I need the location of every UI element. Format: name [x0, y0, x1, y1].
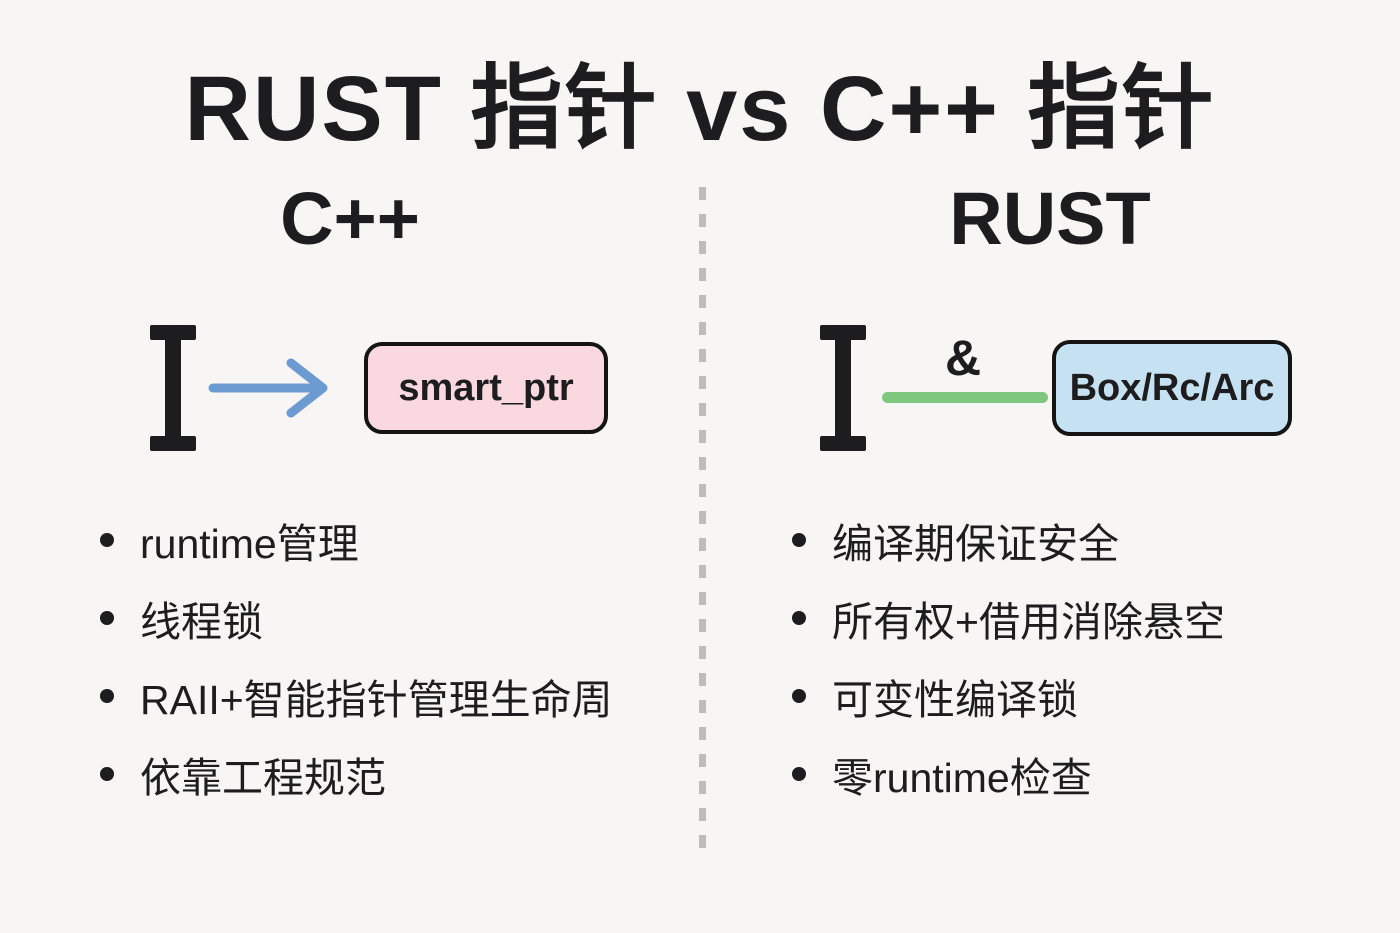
list-item: RAII+智能指针管理生命周 — [100, 657, 613, 735]
rust-column: RUST & Box/Rc/Arc 编译期保证安全 所有权+借用消除悬空 — [700, 0, 1400, 933]
list-item-text: 零runtime检查 — [832, 755, 1092, 801]
ibeam-cursor-icon — [820, 325, 866, 451]
bullet-dot-icon — [792, 611, 806, 625]
rust-heading: RUST — [949, 177, 1151, 260]
bullet-dot-icon — [100, 689, 114, 703]
arrow-right-icon — [208, 358, 328, 418]
list-item: 线程锁 — [100, 579, 613, 657]
bullet-dot-icon — [792, 533, 806, 547]
rust-pointer-box: Box/Rc/Arc — [1052, 340, 1292, 436]
bullet-dot-icon — [100, 533, 114, 547]
list-item: 可变性编译锁 — [792, 657, 1225, 735]
bullet-dot-icon — [100, 767, 114, 781]
list-item-text: RAII+智能指针管理生命周 — [140, 677, 613, 723]
bullet-dot-icon — [100, 611, 114, 625]
list-item-text: 线程锁 — [140, 599, 263, 645]
list-item: 零runtime检查 — [792, 735, 1225, 813]
cpp-bullet-list: runtime管理 线程锁 RAII+智能指针管理生命周 依靠工程规范 — [100, 501, 613, 813]
borrow-connector: & — [874, 325, 1052, 451]
list-item: runtime管理 — [100, 501, 613, 579]
list-item-text: 可变性编译锁 — [832, 677, 1078, 723]
ampersand-label: & — [944, 330, 982, 386]
cpp-pointer-diagram: smart_ptr — [150, 325, 608, 451]
list-item: 依靠工程规范 — [100, 735, 613, 813]
cpp-column: C++ smart_ptr runtime管理 线程锁 — [100, 177, 613, 813]
list-item-text: runtime管理 — [140, 521, 359, 567]
list-item: 所有权+借用消除悬空 — [792, 579, 1225, 657]
page-title: RUST 指针 vs C++ 指针 — [184, 58, 1216, 160]
cpp-heading: C++ — [280, 177, 420, 260]
list-item-text: 依靠工程规范 — [140, 755, 386, 801]
ibeam-cursor-icon — [150, 325, 196, 451]
list-item: 编译期保证安全 — [792, 501, 1225, 579]
bullet-dot-icon — [792, 689, 806, 703]
list-item-text: 所有权+借用消除悬空 — [832, 599, 1225, 645]
rust-box-label: Box/Rc/Arc — [1069, 366, 1275, 409]
bullet-dot-icon — [792, 767, 806, 781]
cpp-box-label: smart_ptr — [398, 366, 574, 409]
rust-bullet-list: 编译期保证安全 所有权+借用消除悬空 可变性编译锁 零runtime检查 — [792, 501, 1225, 813]
rust-pointer-diagram: & Box/Rc/Arc — [820, 325, 1292, 451]
cpp-pointer-box: smart_ptr — [364, 342, 608, 434]
list-item-text: 编译期保证安全 — [832, 521, 1119, 567]
green-line-icon — [882, 392, 1048, 403]
column-divider — [699, 187, 706, 848]
